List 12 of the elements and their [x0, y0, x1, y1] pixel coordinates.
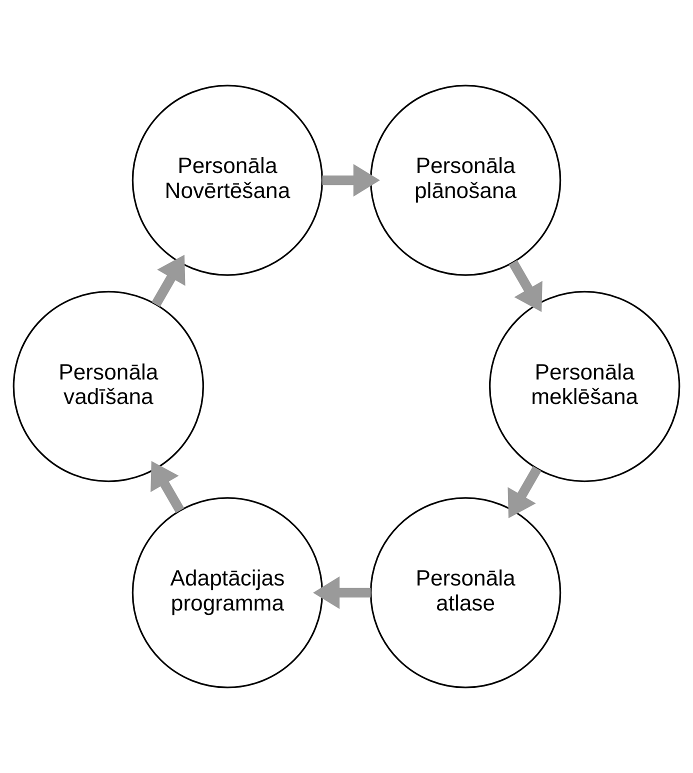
node-circle: Personāla atlase [370, 497, 562, 688]
arrow [152, 254, 186, 307]
node-circle: Personāla Novērtēšana [132, 84, 324, 276]
node-circle: Personāla plānošana [370, 84, 562, 276]
node-circle: Personāla meklēšana [488, 290, 680, 482]
arrow [508, 466, 542, 518]
arrow [150, 460, 184, 514]
node-circle: Personāla vadīšana [12, 290, 204, 482]
arrow [313, 576, 371, 609]
arrow [508, 260, 542, 312]
node-circle: Adaptācijas programma [132, 497, 324, 688]
arrow [322, 164, 380, 197]
